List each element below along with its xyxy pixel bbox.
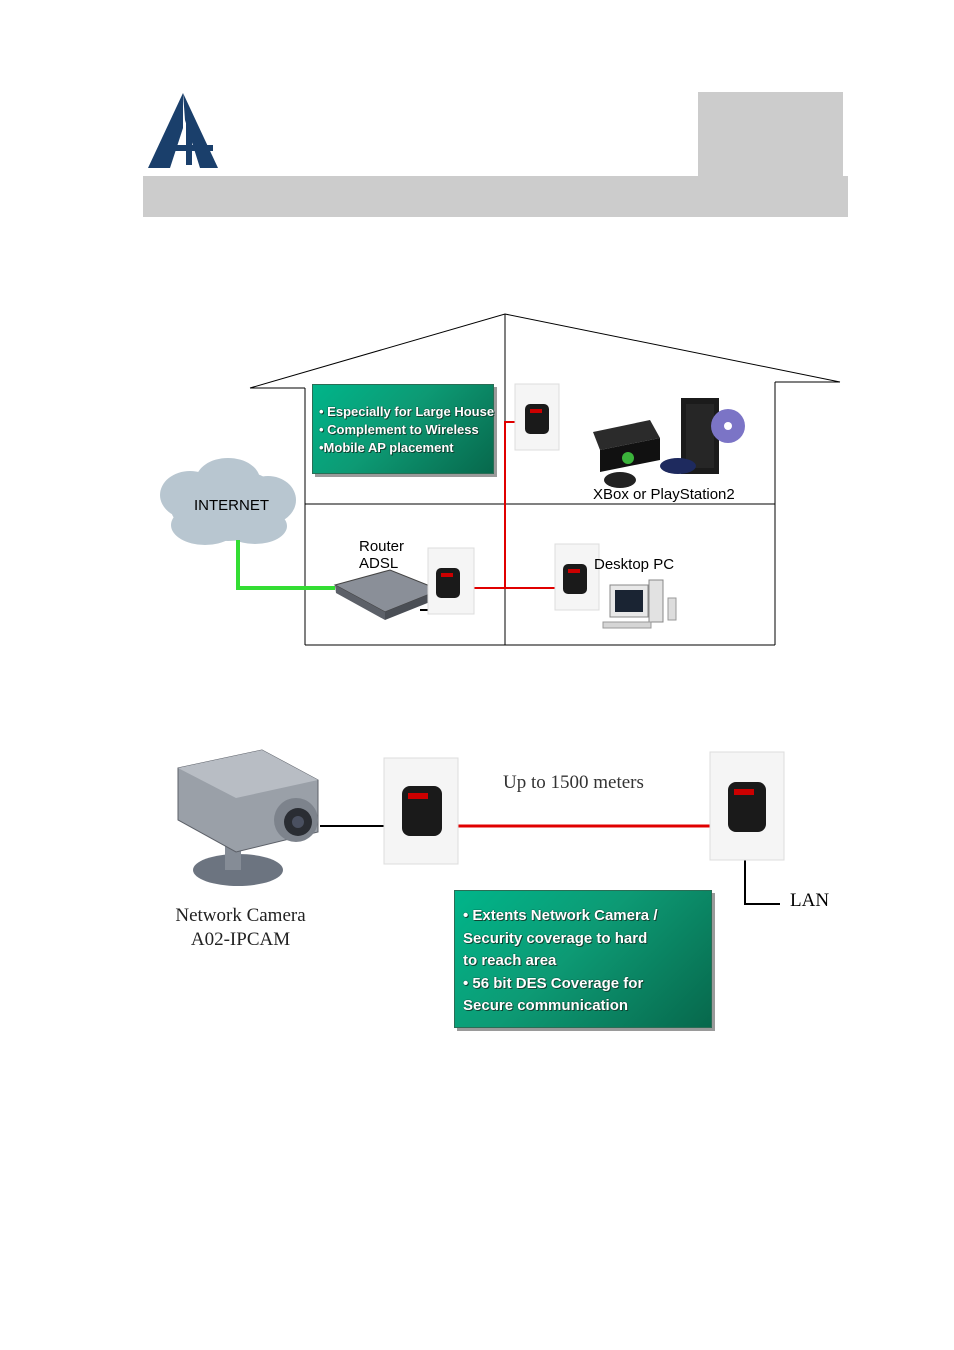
house-network-diagram: INTERNET Router ADSL XBox or PlayStation…	[0, 300, 954, 660]
camera-label: Network Camera A02-IPCAM	[163, 904, 318, 952]
camera-label-line2: A02-IPCAM	[163, 928, 318, 952]
feature-box-camera: • Extents Network Camera / Security cove…	[454, 890, 712, 1028]
router-icon	[335, 570, 440, 620]
feature-item: Secure communication	[463, 995, 711, 1018]
desktop-label: Desktop PC	[594, 556, 674, 573]
desktop-pc-icon	[603, 580, 676, 628]
game-console-icon	[593, 398, 745, 488]
powerline-adapter-icon	[428, 548, 474, 614]
router-label: Router ADSL	[359, 538, 404, 572]
camera-network-diagram: Up to 1500 meters LAN Network Camera A02…	[0, 740, 954, 1040]
feature-item: • Extents Network Camera /	[463, 905, 711, 928]
router-label-line2: ADSL	[359, 555, 404, 572]
feature-box-house: • Especially for Large House • Complemen…	[312, 384, 494, 474]
feature-item: •Mobile AP placement	[319, 439, 493, 457]
powerline-adapter-icon	[555, 544, 599, 610]
header	[0, 0, 954, 230]
console-label: XBox or PlayStation2	[593, 486, 735, 503]
header-corner-block	[698, 92, 843, 178]
feature-item: • Complement to Wireless	[319, 421, 493, 439]
lan-label: LAN	[790, 890, 829, 912]
network-camera-icon	[178, 750, 318, 886]
powerline-adapter-icon	[515, 384, 559, 450]
router-label-line1: Router	[359, 538, 404, 555]
powerline-adapter-icon	[710, 752, 784, 860]
internet-link	[238, 540, 335, 588]
header-bar	[143, 176, 848, 217]
feature-item: • Especially for Large House	[319, 403, 493, 421]
internet-label: INTERNET	[194, 497, 269, 514]
feature-item: • 56 bit DES Coverage for	[463, 973, 711, 996]
feature-item: to reach area	[463, 950, 711, 973]
feature-item: Security coverage to hard	[463, 928, 711, 951]
powerline-adapter-icon	[384, 758, 458, 864]
camera-label-line1: Network Camera	[163, 904, 318, 928]
distance-label: Up to 1500 meters	[503, 772, 644, 794]
